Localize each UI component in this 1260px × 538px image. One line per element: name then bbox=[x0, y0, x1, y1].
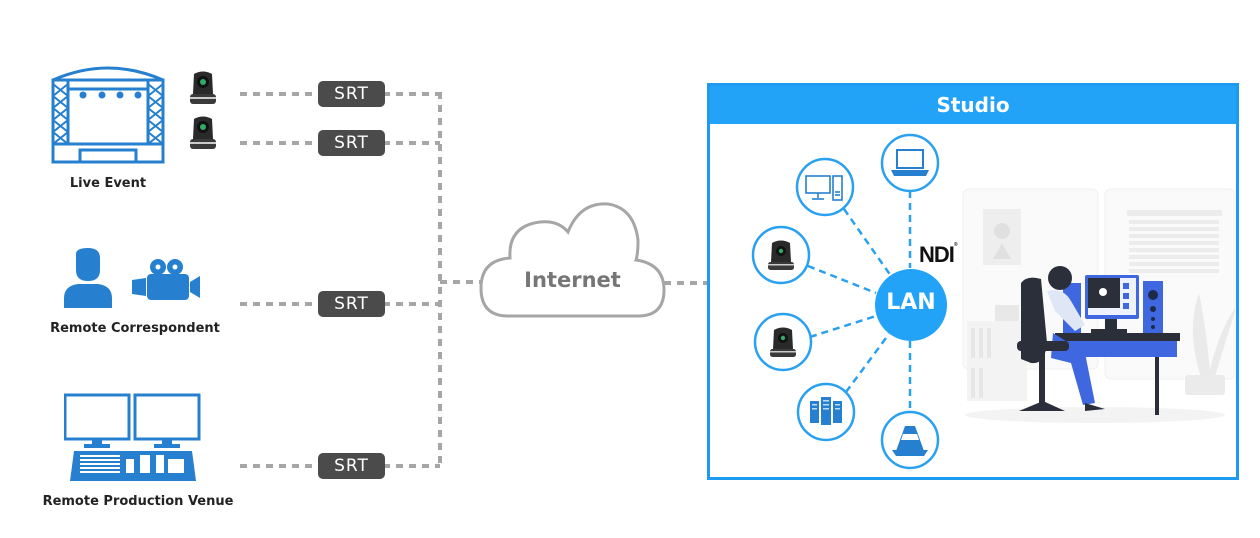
studio-title: Studio bbox=[710, 86, 1236, 124]
server-icon bbox=[810, 397, 842, 425]
srt-badge: SRT bbox=[318, 130, 385, 156]
link-camera-2 bbox=[809, 314, 877, 339]
desktop-icon bbox=[805, 175, 843, 201]
traffic-cone-icon bbox=[892, 426, 928, 456]
link-server bbox=[844, 333, 891, 393]
srt-badge: SRT bbox=[318, 453, 385, 479]
ptz-camera-icon bbox=[768, 240, 794, 270]
node-desktop bbox=[795, 157, 855, 217]
link-camera-1 bbox=[807, 264, 877, 295]
source-label-remote-correspondent: Remote Correspondent bbox=[50, 321, 220, 336]
link-desktop bbox=[842, 208, 893, 277]
source-label-live-event: Live Event bbox=[69, 176, 147, 191]
lan-network bbox=[751, 133, 947, 470]
production-desk-icon bbox=[64, 393, 201, 481]
ptz-camera-icon bbox=[190, 71, 216, 104]
srt-badge: SRT bbox=[318, 291, 385, 317]
internet-label: Internet bbox=[524, 268, 621, 292]
person-icon bbox=[64, 248, 112, 308]
node-laptop bbox=[880, 133, 940, 193]
lan-hub bbox=[875, 269, 947, 341]
ndi-trademark: ® bbox=[953, 242, 958, 248]
video-camera-icon bbox=[132, 259, 200, 300]
source-label-remote-production-venue: Remote Production Venue bbox=[42, 494, 234, 509]
cloud-icon bbox=[479, 202, 666, 318]
studio-illustration bbox=[962, 188, 1235, 423]
srt-badge: SRT bbox=[318, 81, 385, 107]
ptz-camera-icon bbox=[190, 116, 216, 149]
lan-label: LAN bbox=[886, 290, 936, 315]
laptop-icon bbox=[891, 149, 929, 176]
ptz-camera-icon bbox=[770, 327, 796, 357]
ndi-logo: NDI® bbox=[919, 242, 957, 268]
ndi-label: NDI bbox=[919, 242, 955, 267]
stage-icon bbox=[51, 66, 165, 164]
